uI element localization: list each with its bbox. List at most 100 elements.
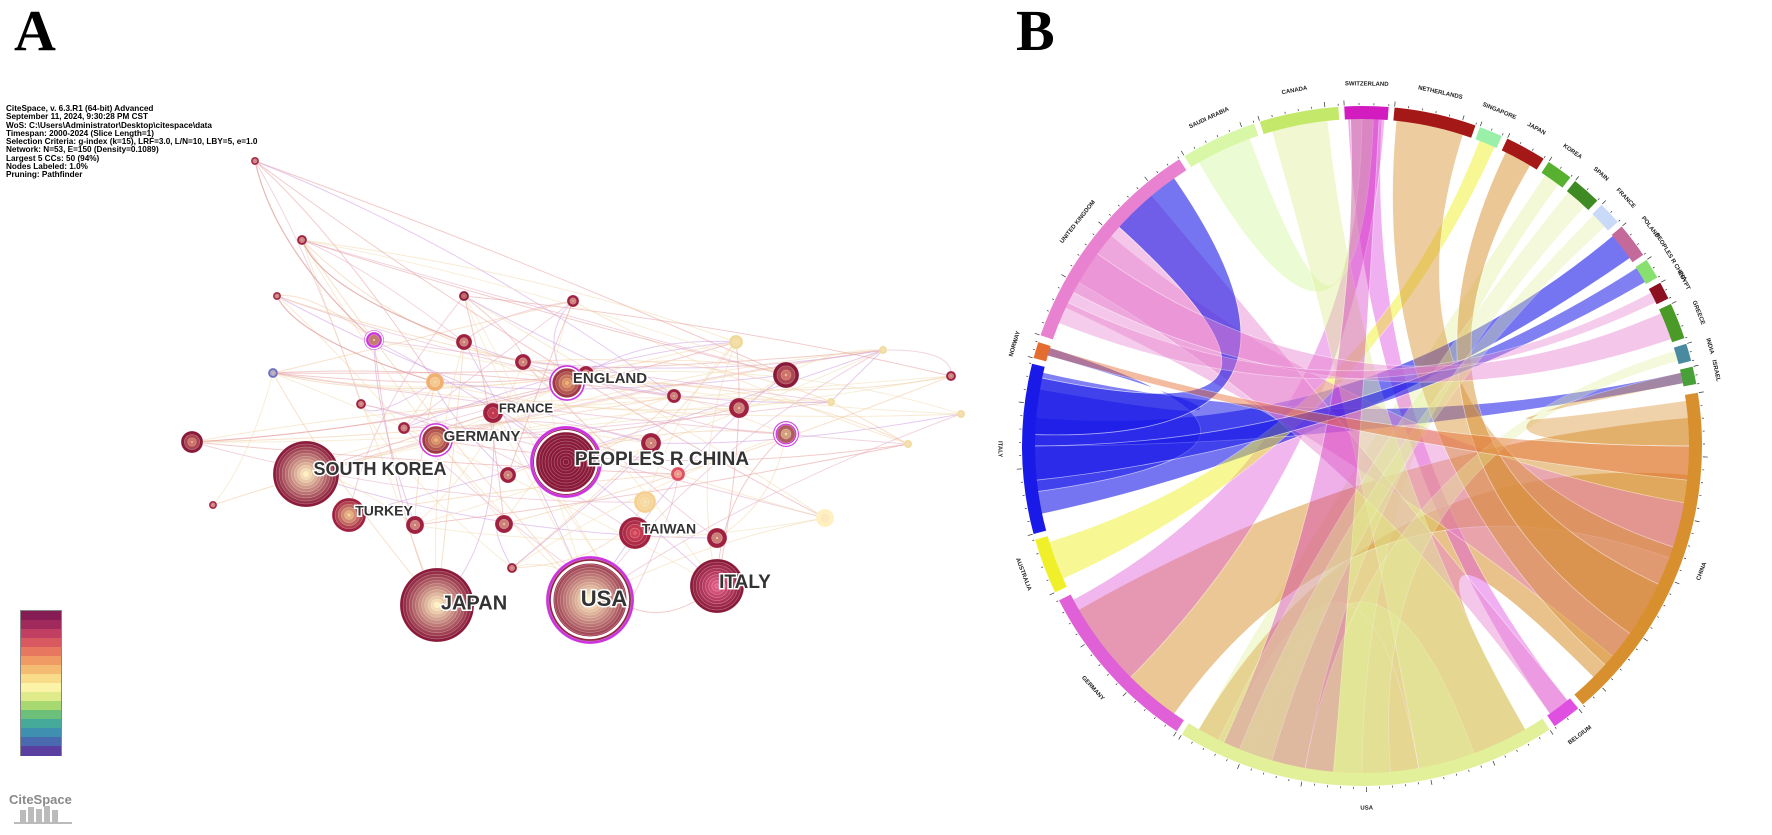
legend-swatch — [21, 746, 61, 756]
legend-swatch — [21, 647, 61, 657]
network-node-peoples-r-china — [529, 425, 603, 499]
chord-tick — [1448, 114, 1451, 117]
network-edge — [738, 349, 884, 409]
chord-country-label: FRANCE — [1615, 187, 1636, 209]
network-node — [728, 334, 744, 350]
chord-tick — [1080, 644, 1085, 648]
chord-tick — [1628, 658, 1631, 661]
network-edge — [414, 361, 524, 526]
network-edge — [414, 517, 826, 540]
chord-labels: CANADASWITZERLANDNETHERLANDSSINGAPOREJAP… — [996, 81, 1720, 811]
chord-tick — [1462, 115, 1465, 121]
meta-line: Largest 5 CCs: 50 (94%) — [6, 153, 100, 163]
network-edge — [276, 295, 436, 383]
network-node — [903, 439, 913, 449]
chord-country-label: GREECE — [1691, 300, 1706, 326]
chord-tick — [1676, 313, 1679, 316]
chord-country-label: NORWAY — [1009, 330, 1022, 357]
chord-tick — [1164, 724, 1167, 727]
chord-arc-usa — [1181, 718, 1550, 787]
network-edge — [272, 372, 909, 445]
chord-arc-germany — [1059, 594, 1184, 732]
chord-country-label: SWITZERLAND — [1345, 81, 1389, 88]
network-edge — [254, 160, 787, 376]
legend-swatch — [21, 692, 61, 702]
chord-tick — [1193, 146, 1196, 149]
chord-tick — [1300, 781, 1303, 787]
chord-tick — [1106, 673, 1109, 676]
meta-line: WoS: C:\Users\Administrator\Desktop\cite… — [6, 120, 212, 130]
network-node — [666, 388, 682, 404]
chord-tick — [1239, 122, 1242, 128]
chord-tick — [1643, 638, 1648, 642]
network-edge — [585, 359, 787, 376]
network-node — [458, 290, 470, 302]
node-label: ENGLAND — [573, 370, 647, 387]
chord-tick — [1532, 148, 1534, 151]
chord-tick — [1504, 755, 1507, 758]
chord-ribbon — [1068, 113, 1386, 682]
meta-line: Network: N=53, E=150 (Density=0.1089) — [6, 145, 159, 155]
chord-tick — [1698, 391, 1704, 394]
chord-ribbon — [1068, 250, 1677, 383]
meta-line: Pruning: Pathfinder — [6, 170, 83, 180]
chord-tick — [1566, 718, 1569, 721]
network-edge — [511, 501, 646, 569]
network-node — [826, 397, 836, 407]
network-edge — [414, 349, 884, 526]
citespace-logo-bars — [14, 806, 72, 824]
chord-ribbon — [1060, 232, 1690, 660]
chord-arc-belgium — [1547, 698, 1579, 727]
chord-tick — [1693, 364, 1699, 367]
chord-country-label: AUSTRALIA — [1014, 557, 1032, 592]
chord-tick — [1144, 176, 1149, 181]
chord-tick — [1153, 717, 1156, 720]
chord-arc-india — [1673, 343, 1692, 365]
network-edge — [301, 239, 465, 343]
network-nodes — [180, 156, 966, 645]
network-edge — [414, 381, 436, 526]
network-node — [250, 156, 260, 166]
legend-swatch — [21, 656, 61, 666]
chord-tick — [1492, 760, 1496, 766]
network-edge — [254, 160, 675, 397]
chord-tick — [1049, 592, 1055, 596]
chord-tick — [1057, 287, 1060, 289]
chord-country-label: SAUDI ARABIA — [1188, 106, 1231, 130]
chord-arc-peoples-r-china — [1635, 259, 1658, 284]
chord-tick — [1036, 553, 1039, 555]
network-edge — [882, 349, 952, 377]
chord-arc-singapore — [1475, 127, 1502, 148]
chord-tick — [1689, 351, 1692, 353]
network-node — [455, 333, 473, 351]
chord-tick — [1636, 243, 1639, 245]
chord-tick — [1056, 600, 1059, 603]
chord-ribbons — [1029, 113, 1695, 779]
chord-tick — [1143, 709, 1146, 712]
chord-arc-norway — [1033, 342, 1051, 362]
network-edge — [254, 160, 375, 341]
network-node — [633, 490, 657, 514]
chord-tick — [1018, 401, 1024, 403]
network-edge — [276, 295, 524, 363]
network-edge — [272, 372, 962, 417]
chord-country-label: POLAND — [1640, 216, 1660, 240]
chord-arc-united-kingdom — [1040, 159, 1187, 340]
chord-tick — [1480, 765, 1482, 768]
network-edge — [301, 239, 787, 376]
chord-tick — [1034, 333, 1040, 336]
node-label: TURKEY — [355, 503, 413, 519]
network-edge — [435, 439, 909, 462]
meta-line: September 11, 2024, 9:30:28 PM CST — [6, 112, 148, 122]
network-node-germany — [418, 422, 454, 458]
network-edge — [272, 372, 438, 606]
chord-tick — [1479, 121, 1483, 127]
chord-tick — [1115, 683, 1118, 686]
chord-ribbon — [1073, 191, 1572, 719]
chord-arcs — [1016, 100, 1708, 792]
chord-tick — [1618, 219, 1621, 222]
network-node-italy — [689, 558, 745, 614]
network-node — [577, 365, 595, 383]
chord-ribbon — [1456, 147, 1664, 637]
network-node — [706, 527, 728, 549]
